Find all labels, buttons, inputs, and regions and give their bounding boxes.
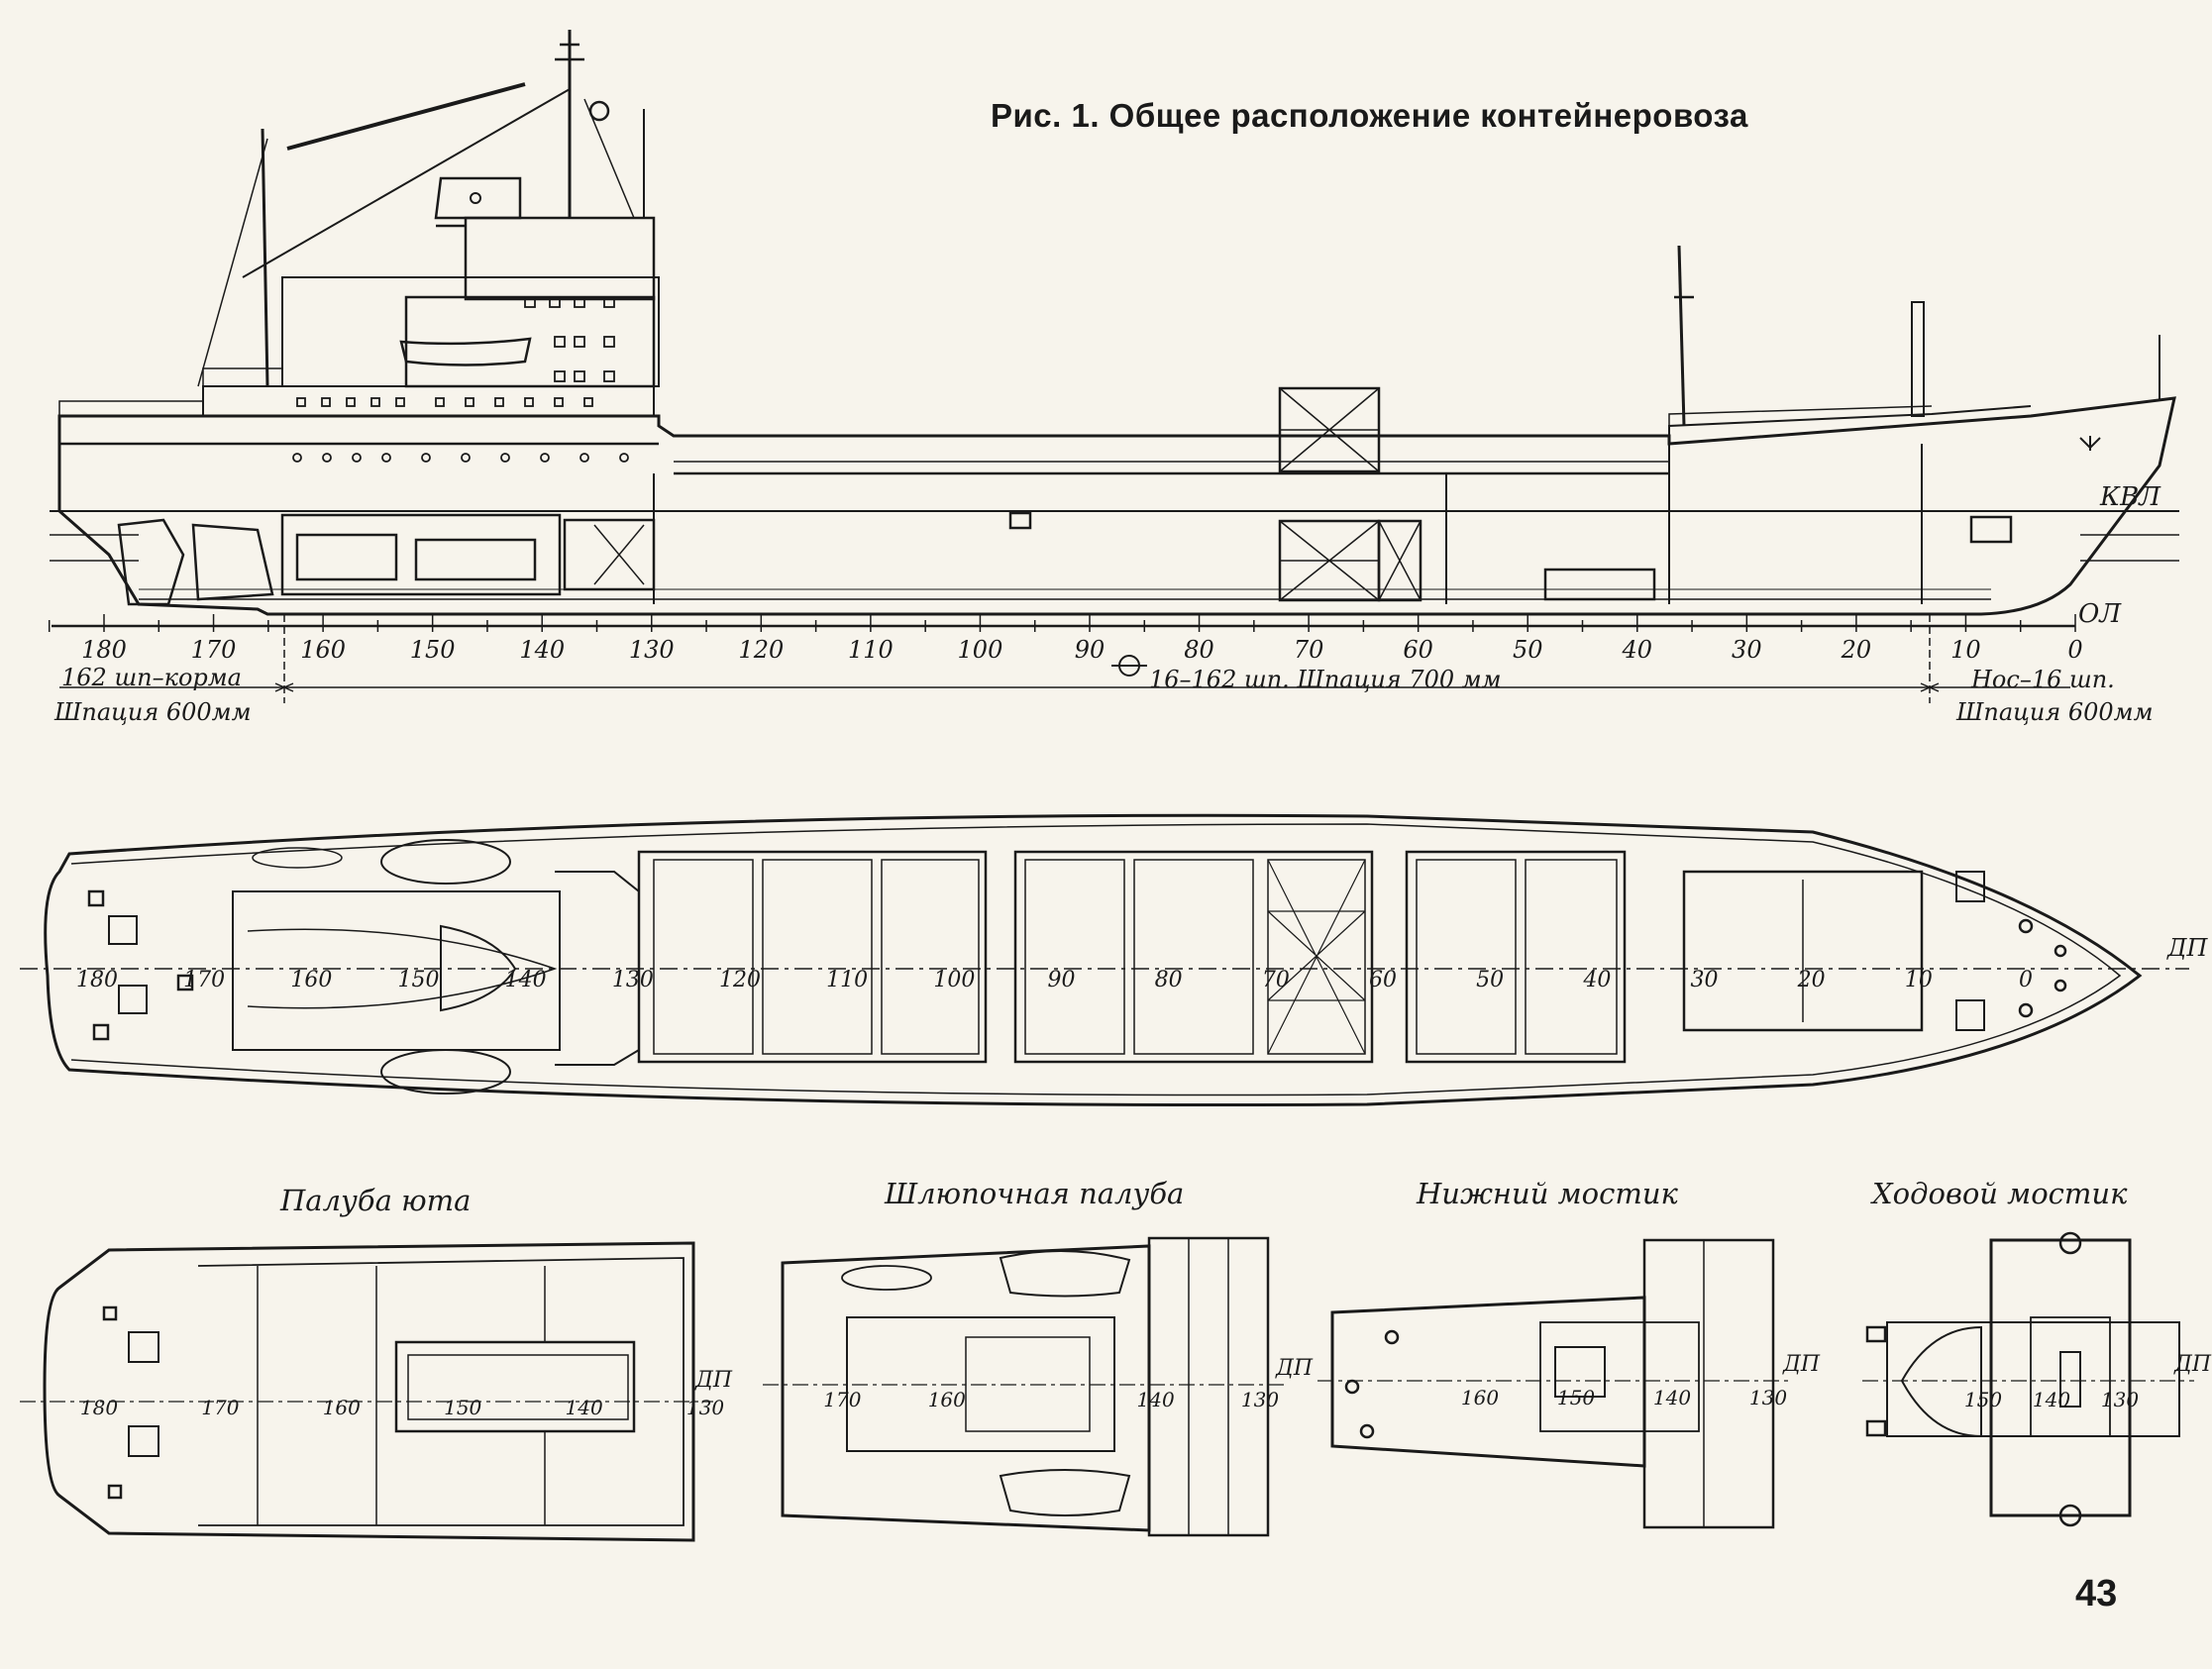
frame-scale-label: 140 xyxy=(519,636,565,664)
frame-scale-label: 150 xyxy=(410,636,456,664)
main-deck-frame-label: 110 xyxy=(826,968,868,992)
main-deck-frame-label: 100 xyxy=(933,968,975,992)
main-deck-frame-label: 90 xyxy=(1048,968,1076,992)
deck-frame-label: 130 xyxy=(2101,1388,2139,1411)
frame-scale-label: 170 xyxy=(191,636,237,664)
frame-scale-label: 100 xyxy=(958,636,1003,664)
poop-deck-plan: 180 170 160 150 140 130 ДП xyxy=(20,1241,733,1542)
deck-frame-label: 140 xyxy=(1653,1386,1691,1409)
frame-scale-label: 10 xyxy=(1950,636,1981,664)
deck-frame-label: 180 xyxy=(80,1396,118,1419)
frame-scale-label: 50 xyxy=(1513,636,1543,664)
ol-label: ОЛ xyxy=(2078,599,2122,629)
mid-frames-note: 16–162 шп. Шпация 700 мм xyxy=(1149,666,1502,693)
deck-frame-label: 170 xyxy=(823,1388,861,1411)
frame-scale-label: 60 xyxy=(1403,636,1433,664)
deck-frame-label: 170 xyxy=(201,1396,239,1419)
main-deck-centerline-label: ДП xyxy=(2166,934,2209,962)
frame-scale-label: 20 xyxy=(1841,636,1872,664)
main-deck-frame-label: 40 xyxy=(1582,968,1611,992)
main-deck-frame-label: 120 xyxy=(719,968,761,992)
deck-frame-label: 130 xyxy=(1241,1388,1279,1411)
frame-scale-label: 70 xyxy=(1294,636,1324,664)
stern-frames-note: 162 шп–корма xyxy=(61,664,242,691)
main-deck-frame-label: 10 xyxy=(1905,968,1933,992)
deck-frame-label: 160 xyxy=(928,1388,966,1411)
deck-frame-label: 130 xyxy=(686,1396,724,1419)
lower-bridge-title: Нижний мостик xyxy=(1417,1177,1678,1210)
navigating-bridge-centerline-label: ДП xyxy=(2173,1352,2212,1377)
frame-scale-label: 180 xyxy=(81,636,127,664)
deck-frame-label: 150 xyxy=(1557,1386,1595,1409)
frame-scale-label: 130 xyxy=(629,636,675,664)
deck-frame-label: 150 xyxy=(444,1396,481,1419)
main-deck-frame-label: 50 xyxy=(1476,968,1504,992)
frame-scale-label: 160 xyxy=(300,636,346,664)
boat-deck-title: Шлюпочная палуба xyxy=(885,1177,1185,1210)
frame-scale-label: 110 xyxy=(848,636,894,664)
main-deck-frame-label: 170 xyxy=(183,968,225,992)
page-number: 43 xyxy=(2075,1573,2118,1615)
main-deck-frame-label: 30 xyxy=(1691,968,1719,992)
main-deck-frame-label: 60 xyxy=(1369,968,1397,992)
main-deck-frame-label: 20 xyxy=(1797,968,1826,992)
navigating-bridge-plan: 150 140 130 ДП xyxy=(1862,1231,2212,1527)
poop-deck-title: Палуба юта xyxy=(280,1184,472,1217)
navigating-bridge-title: Ходовой мостик xyxy=(1872,1177,2128,1210)
main-deck-frame-label: 130 xyxy=(612,968,654,992)
frame-scale-label: 30 xyxy=(1732,636,1762,664)
frame-scale-label: 120 xyxy=(738,636,784,664)
boat-deck-plan: 170 160 140 130 ДП xyxy=(763,1236,1314,1537)
kvl-label: КВЛ xyxy=(2099,482,2161,512)
poop-deck-centerline-label: ДП xyxy=(694,1368,733,1393)
deck-frame-label: 140 xyxy=(1137,1388,1175,1411)
bow-frames-note: Нос–16 шп. xyxy=(1971,666,2115,693)
frame-scale-label: 90 xyxy=(1075,636,1106,664)
lower-bridge-centerline-label: ДП xyxy=(1782,1352,1821,1377)
boat-deck-centerline-label: ДП xyxy=(1275,1356,1314,1381)
deck-frame-label: 150 xyxy=(1964,1388,2002,1411)
main-deck-frame-label: 180 xyxy=(76,968,118,992)
frame-scale-label: 80 xyxy=(1184,636,1214,664)
deck-frame-label: 140 xyxy=(2033,1388,2070,1411)
side-profile xyxy=(50,30,2179,616)
deck-frame-label: 160 xyxy=(1461,1386,1499,1409)
frame-scale-label: 0 xyxy=(2067,636,2082,664)
main-deck-frame-label: 0 xyxy=(2019,968,2033,992)
figure-title: Рис. 1. Общее расположение контейнеровоз… xyxy=(991,97,1748,134)
main-deck-frame-label: 140 xyxy=(505,968,547,992)
deck-frame-label: 140 xyxy=(566,1396,603,1419)
stern-spacing-note: Шпация 600мм xyxy=(54,698,252,726)
main-deck-frame-label: 70 xyxy=(1262,968,1290,992)
deck-frame-label: 160 xyxy=(323,1396,361,1419)
main-deck-frame-label: 150 xyxy=(398,968,440,992)
frame-scale-label: 40 xyxy=(1622,636,1653,664)
lower-bridge-plan: 160 150 140 130 ДП xyxy=(1317,1238,1821,1529)
main-deck-frame-label: 160 xyxy=(290,968,332,992)
main-deck-frame-label: 80 xyxy=(1155,968,1183,992)
bow-spacing-note: Шпация 600мм xyxy=(1956,698,2154,726)
deck-frame-label: 130 xyxy=(1749,1386,1787,1409)
